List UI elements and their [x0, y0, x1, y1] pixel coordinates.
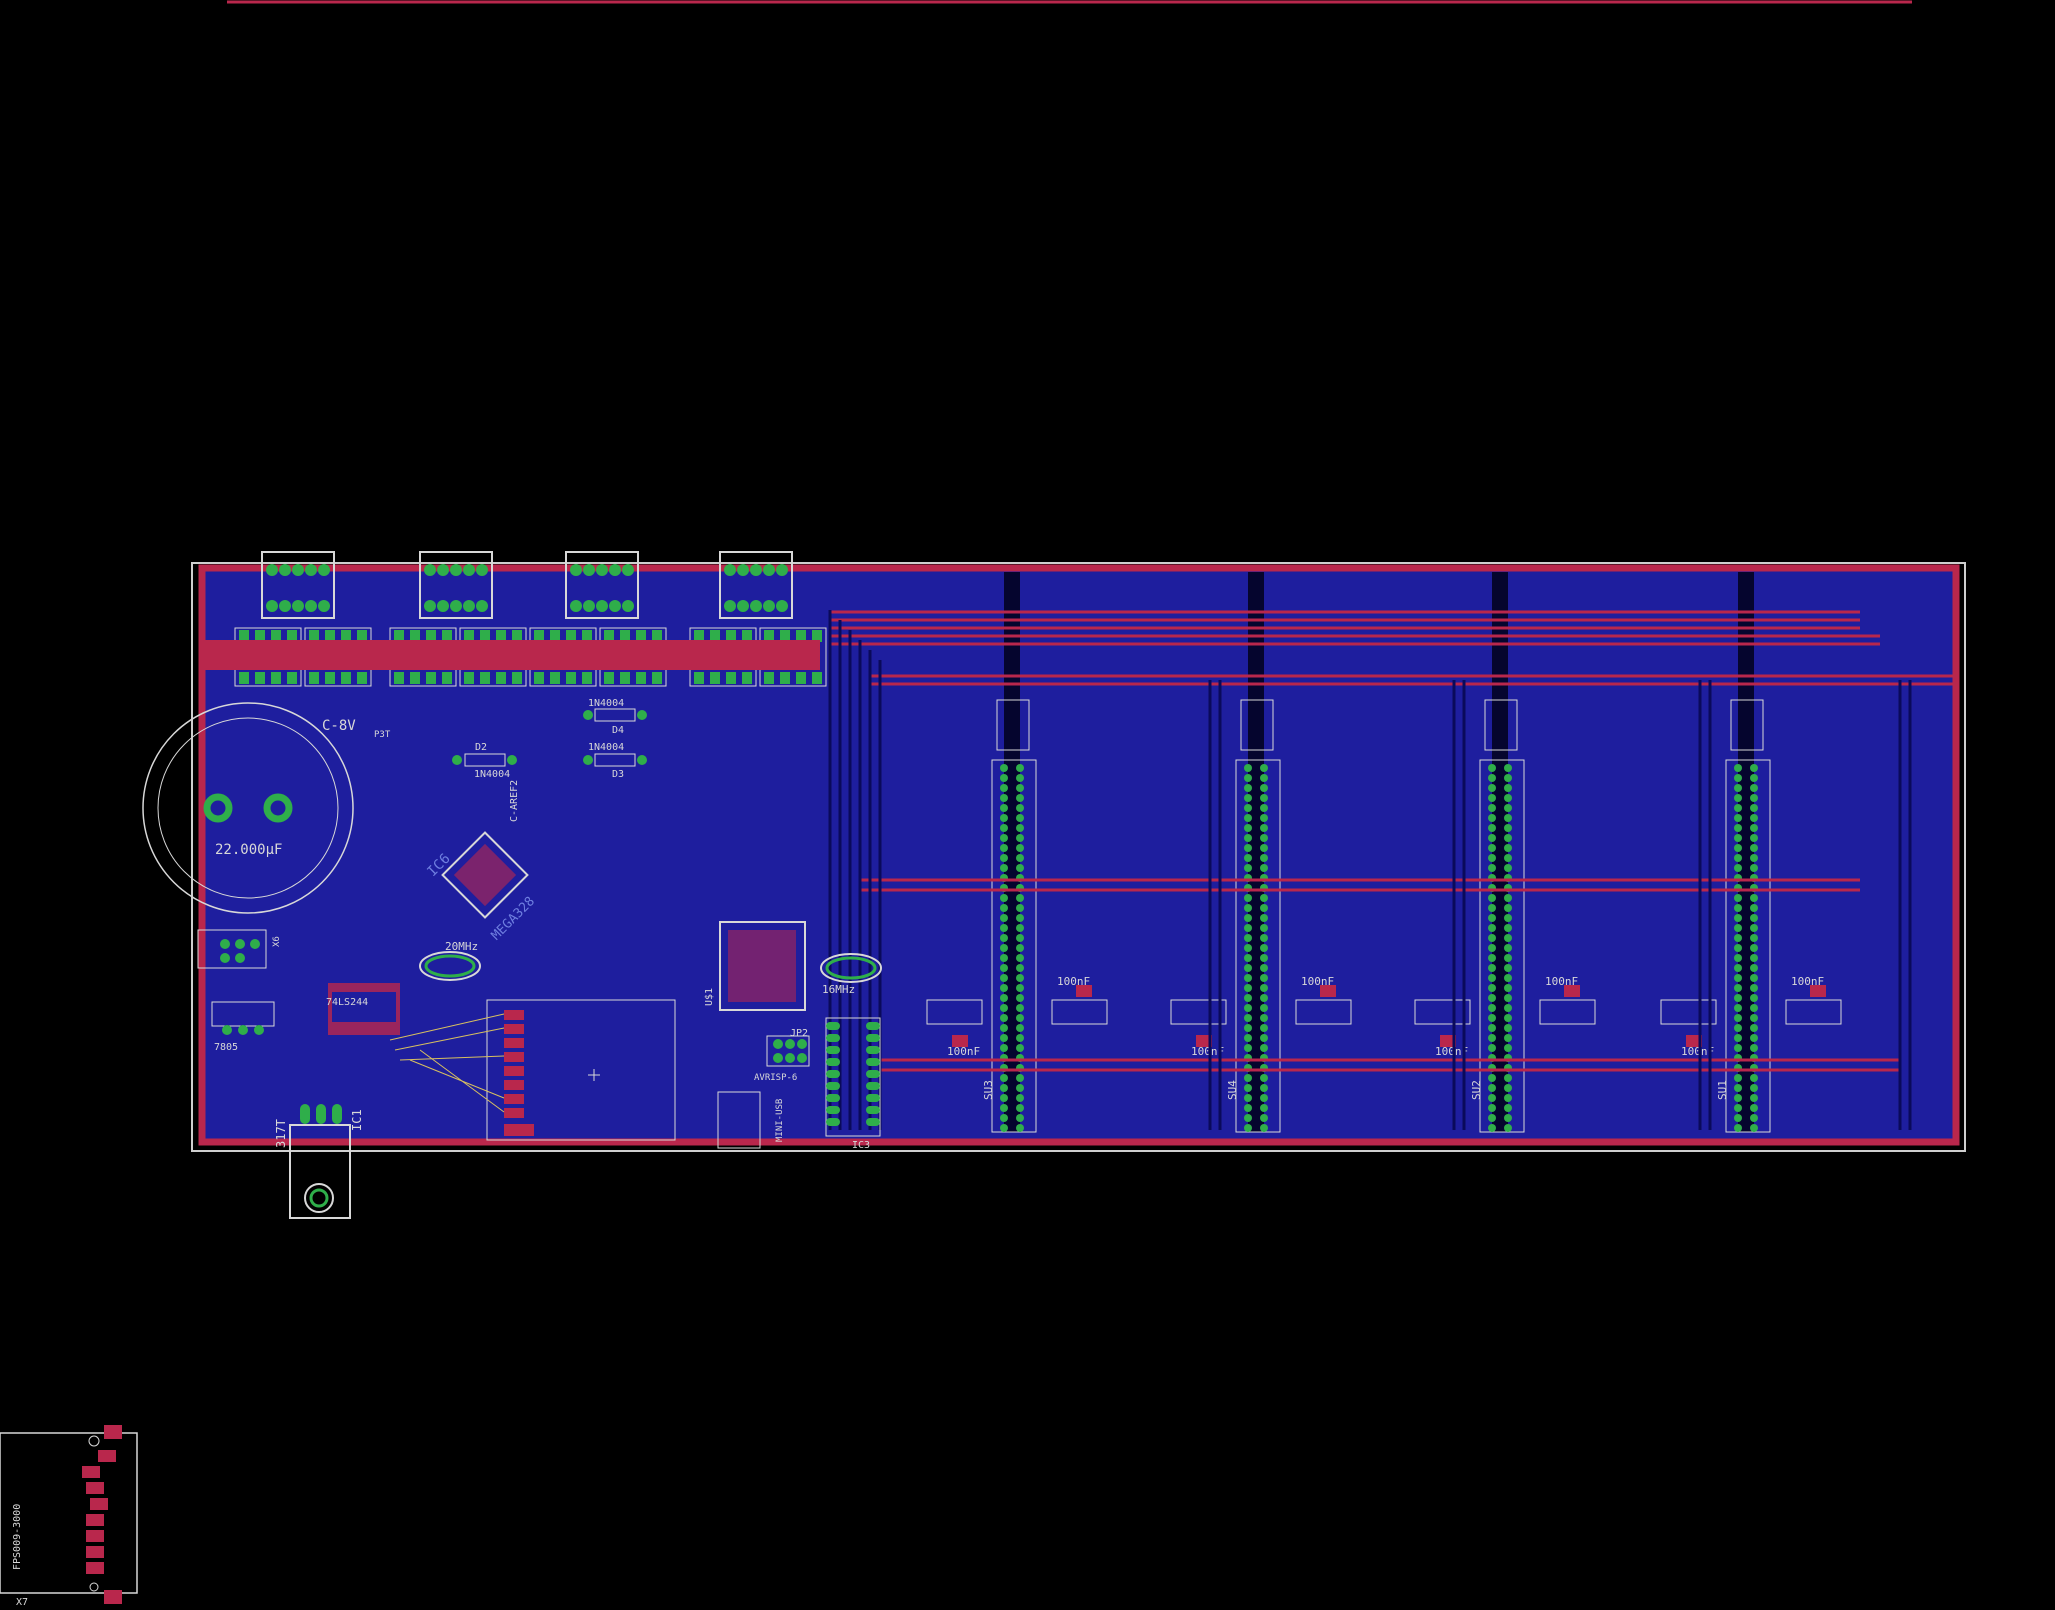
jp2-label: JP2: [790, 1028, 808, 1039]
stepper-socket-3: 100nF 100nF SU2: [1414, 699, 1596, 1133]
power-header-2: [419, 551, 493, 619]
ic1-label: IC1: [350, 1109, 364, 1131]
ls244-chip: 74LS244: [326, 983, 400, 1035]
x7-label: X7: [16, 1597, 28, 1608]
diode-top-label: 1N4004: [588, 698, 624, 709]
power-header-4: [719, 551, 793, 619]
power-header-3: [565, 551, 639, 619]
avrisp-header: JP2 AVRISP-6: [754, 1028, 810, 1083]
ic3-dip: IC3: [825, 1017, 881, 1151]
xtal-20-label: 20MHz: [445, 940, 478, 953]
p3t-label: P3T: [374, 730, 391, 740]
socket-group: 100nF100nFSU3100nF100nFSU4100nF100nFSU21…: [926, 699, 1842, 1133]
crystal-20mhz: 20MHz: [419, 940, 481, 981]
x6-label: X6: [272, 936, 282, 947]
usb-controller-ic: U$1: [704, 921, 806, 1011]
socket-label: SU4: [1226, 1080, 1239, 1100]
cap-100nf-label: 100nF: [1435, 1045, 1468, 1058]
cap-100nf-label: 100nF: [1681, 1045, 1714, 1058]
c-aref-label: C-AREF2: [509, 780, 520, 822]
fpc-label: FPS009-3000: [12, 1504, 23, 1570]
cap-100nf-label: 100nF: [1057, 975, 1090, 988]
bulk-capacitor: 22.000µF C-8V: [142, 702, 356, 914]
connector-x6: X6: [197, 929, 282, 969]
u1-label: U$1: [704, 988, 715, 1006]
socket-label: SU2: [1470, 1080, 1483, 1100]
d3-label: D3: [612, 769, 624, 780]
mini-usb-connector: MINI-USB: [717, 1091, 785, 1149]
crystal-16mhz: 16MHz: [820, 953, 882, 996]
cap-value-label: 22.000µF: [215, 842, 282, 858]
board-outline: [191, 562, 1966, 1152]
sd-card-slot: [389, 999, 676, 1141]
cap-100nf-label: 100nF: [947, 1045, 980, 1058]
avrisp-label: AVRISP-6: [754, 1073, 797, 1083]
power-header-1: [261, 551, 335, 619]
cap-100nf-label: 100nF: [1545, 975, 1578, 988]
top-bus-traces: [205, 610, 1956, 1072]
top-copper-border: [198, 564, 1960, 1146]
stepper-socket-4: 100nF 100nF SU1: [1660, 699, 1842, 1133]
bottom-trace-bundle: [828, 610, 1912, 1130]
fpc-connector-x7: FPS009-3000 X7: [0, 1425, 138, 1608]
xtal-16-label: 16MHz: [822, 983, 855, 996]
diode-group: D2 1N4004 1N4004 D4 1N4004 D3: [452, 698, 647, 780]
cap-name-label: C-8V: [322, 718, 356, 734]
diode-bot-label: 1N4004: [588, 742, 624, 753]
reg-317-label: 317T: [274, 1119, 288, 1148]
regulator-7805: 7805: [211, 1001, 275, 1053]
socket-label: SU3: [982, 1080, 995, 1100]
reg-7805-label: 7805: [214, 1042, 238, 1053]
socket-columns: [1004, 572, 1754, 1132]
cap-100nf-label: 100nF: [1191, 1045, 1224, 1058]
cap-100nf-label: 100nF: [1791, 975, 1824, 988]
d2-label: D2: [475, 742, 487, 753]
cap-100nf-label: 100nF: [1301, 975, 1334, 988]
mini-usb-label: MINI-USB: [775, 1099, 785, 1142]
regulator-317: 317T IC1: [274, 1104, 364, 1219]
diode-mid-label: 1N4004: [474, 769, 510, 780]
stepper-socket-2: 100nF 100nF SU4: [1170, 699, 1352, 1133]
socket-label: SU1: [1716, 1080, 1729, 1100]
d4-label: D4: [612, 725, 624, 736]
ls-chip-label: 74LS244: [326, 997, 368, 1008]
ic3-label: IC3: [852, 1140, 870, 1151]
